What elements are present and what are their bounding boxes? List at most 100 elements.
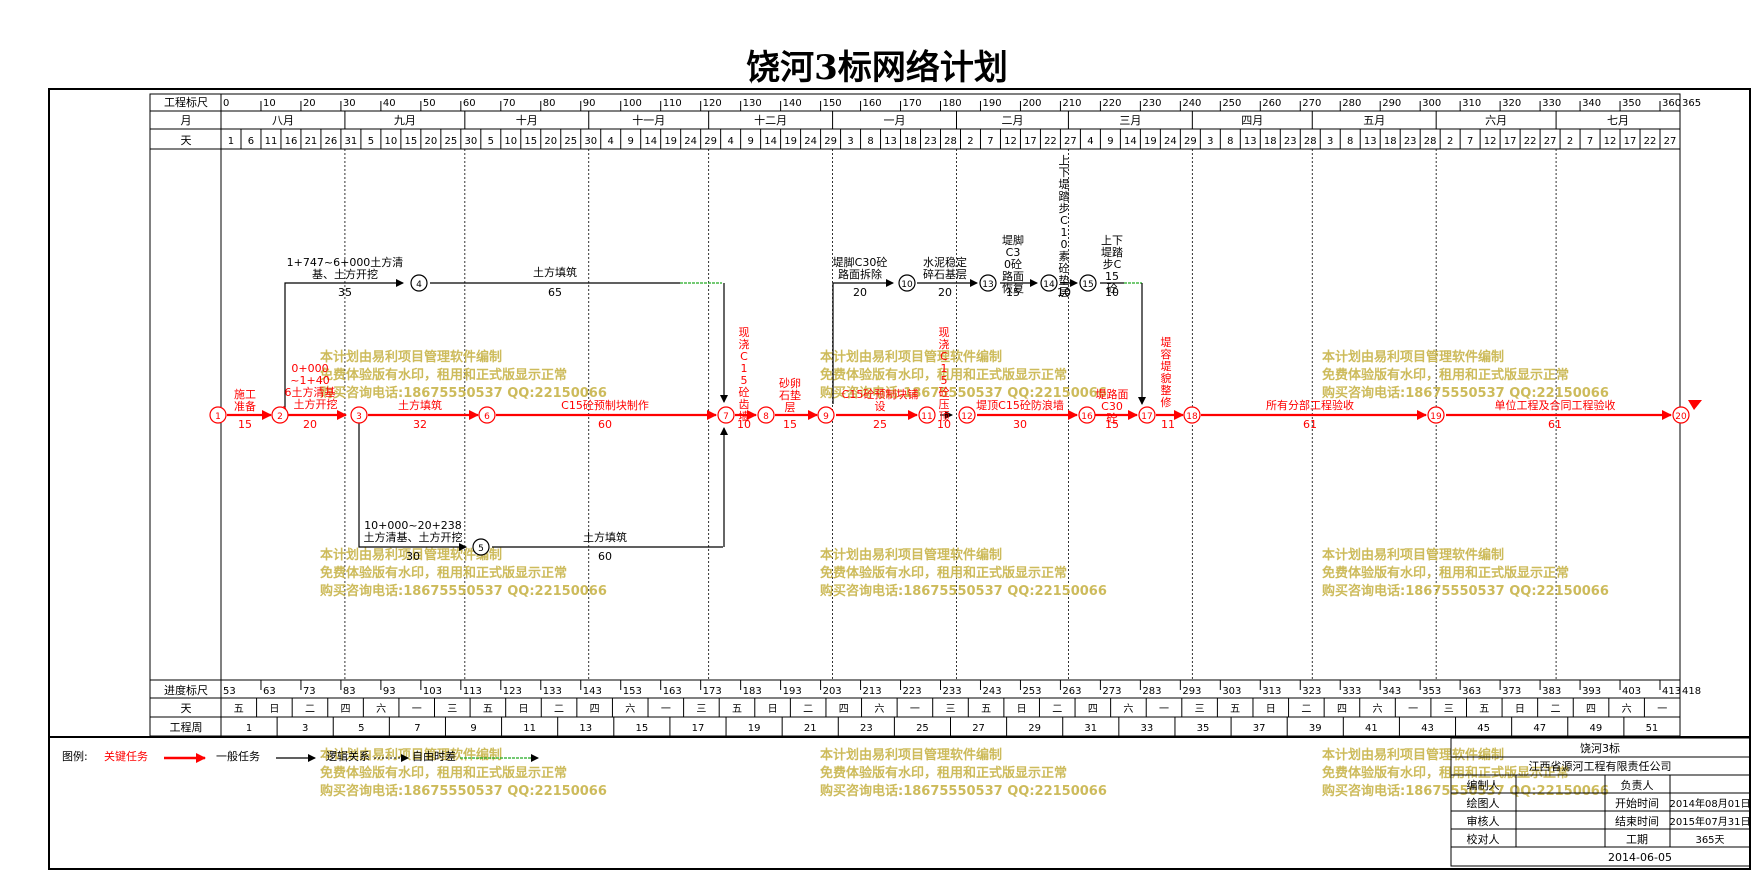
network-node xyxy=(350,406,368,424)
footer-scale-label: 进度标尺 xyxy=(164,683,208,697)
day-label: 23 xyxy=(1284,136,1297,147)
network-node xyxy=(1040,274,1058,292)
info-project-name: 饶河3标 xyxy=(1580,741,1620,755)
svg-text:C15砼预制块铺: C15砼预制块铺 xyxy=(842,388,919,401)
day-label: 27 xyxy=(1664,136,1677,147)
svg-text:设: 设 xyxy=(875,400,886,413)
scale-tick-label: 20 xyxy=(303,98,316,109)
day-label: 24 xyxy=(684,136,697,147)
info-row-label: 编制人 xyxy=(1467,778,1500,792)
weekday-label: 日 xyxy=(1266,704,1276,715)
network-node xyxy=(1078,406,1096,424)
svg-text:堤脚: 堤脚 xyxy=(1002,233,1024,247)
svg-text:齿: 齿 xyxy=(739,398,750,411)
svg-text:本计划由易利项目管理软件编制: 本计划由易利项目管理软件编制 xyxy=(820,747,1002,763)
day-label: 3 xyxy=(1327,136,1333,147)
svg-text:C: C xyxy=(1060,214,1068,227)
network-node xyxy=(410,274,428,292)
scale-tick-label: 300 xyxy=(1422,98,1441,109)
progress-tick-label: 343 xyxy=(1382,686,1401,697)
week-label: 37 xyxy=(1253,723,1266,734)
svg-text:浇: 浇 xyxy=(739,338,750,351)
task-duration: 15 xyxy=(1006,286,1020,299)
month-label: 五月 xyxy=(1363,114,1385,127)
scale-tick-label: 340 xyxy=(1582,98,1601,109)
info-row-label: 审核人 xyxy=(1467,814,1500,828)
svg-text:购买咨询电话:18675550537 QQ:22150066: 购买咨询电话:18675550537 QQ:22150066 xyxy=(1322,385,1609,401)
scale-tick-label: 190 xyxy=(982,98,1001,109)
week-label: 51 xyxy=(1646,723,1659,734)
scale-tick-label: 90 xyxy=(583,98,596,109)
svg-text:购买咨询电话:18675550537 QQ:22150066: 购买咨询电话:18675550537 QQ:22150066 xyxy=(320,385,607,401)
progress-tick-label: 173 xyxy=(703,686,722,697)
day-label: 12 xyxy=(1484,136,1497,147)
day-label: 25 xyxy=(444,136,457,147)
progress-tick-label: 123 xyxy=(503,686,522,697)
legend-float-label: 自由时差 xyxy=(412,749,456,763)
network-node-label: 10 xyxy=(901,280,913,290)
svg-text:土方填筑: 土方填筑 xyxy=(583,530,627,544)
svg-text:土方清基、土方开挖: 土方清基、土方开挖 xyxy=(364,530,463,544)
progress-tick-label: 363 xyxy=(1462,686,1481,697)
day-label: 4 xyxy=(1087,136,1093,147)
header-month-label: 月 xyxy=(181,114,192,127)
weekday-label: 四 xyxy=(1586,704,1596,715)
svg-text:顶: 顶 xyxy=(939,410,950,423)
scale-tick-label: 365 xyxy=(1682,98,1701,109)
svg-text:本计划由易利项目管理软件编制: 本计划由易利项目管理软件编制 xyxy=(320,747,502,763)
day-label: 5 xyxy=(368,136,374,147)
scale-tick-label: 140 xyxy=(783,98,802,109)
day-label: 17 xyxy=(1024,136,1037,147)
progress-tick-label: 53 xyxy=(223,686,236,697)
weekday-label: 二 xyxy=(1301,704,1311,715)
day-label: 23 xyxy=(1404,136,1417,147)
task-duration: 61 xyxy=(1548,418,1562,431)
scale-tick-label: 110 xyxy=(663,98,682,109)
day-label: 12 xyxy=(1004,136,1017,147)
day-label: 1 xyxy=(228,136,234,147)
weekday-label: 一 xyxy=(412,704,422,715)
progress-tick-label: 303 xyxy=(1222,686,1241,697)
network-node-label: 17 xyxy=(1141,412,1152,422)
weekday-label: 五 xyxy=(981,704,991,715)
svg-text:现: 现 xyxy=(939,326,950,339)
week-label: 1 xyxy=(246,723,252,734)
network-node-label: 19 xyxy=(1430,412,1442,422)
network-node xyxy=(1183,406,1201,424)
weekday-label: 日 xyxy=(1017,704,1027,715)
day-label: 7 xyxy=(987,136,993,147)
svg-text:貌: 貌 xyxy=(1161,371,1172,385)
network-node-label: 6 xyxy=(484,412,490,422)
svg-text:现: 现 xyxy=(739,326,750,339)
svg-text:免费体验版有水印，租用和正式版显示正常: 免费体验版有水印，租用和正式版显示正常 xyxy=(320,765,567,781)
network-node-label: 7 xyxy=(723,412,729,422)
progress-tick-label: 403 xyxy=(1622,686,1641,697)
network-node-label: 18 xyxy=(1186,412,1198,422)
day-label: 20 xyxy=(424,136,437,147)
day-label: 10 xyxy=(504,136,517,147)
day-label: 28 xyxy=(1304,136,1317,147)
svg-text:免费体验版有水印，租用和正式版显示正常: 免费体验版有水印，租用和正式版显示正常 xyxy=(820,367,1067,383)
svg-text:路面拆除: 路面拆除 xyxy=(838,267,882,281)
progress-tick-label: 153 xyxy=(623,686,642,697)
task-duration: 32 xyxy=(413,418,427,431)
svg-text:砼: 砼 xyxy=(1107,412,1118,425)
week-label: 11 xyxy=(523,723,536,734)
day-label: 17 xyxy=(1504,136,1517,147)
day-label: 9 xyxy=(747,136,753,147)
progress-tick-label: 113 xyxy=(463,686,482,697)
task-duration: 30 xyxy=(406,550,420,563)
network-node-label: 12 xyxy=(961,412,972,422)
header-day-label: 天 xyxy=(181,134,192,147)
day-label: 24 xyxy=(1164,136,1177,147)
svg-text:墙: 墙 xyxy=(739,409,750,423)
svg-text:浇: 浇 xyxy=(939,338,950,351)
day-label: 28 xyxy=(1424,136,1437,147)
svg-text:素: 素 xyxy=(1059,250,1070,263)
svg-text:砂卵: 砂卵 xyxy=(779,377,801,390)
